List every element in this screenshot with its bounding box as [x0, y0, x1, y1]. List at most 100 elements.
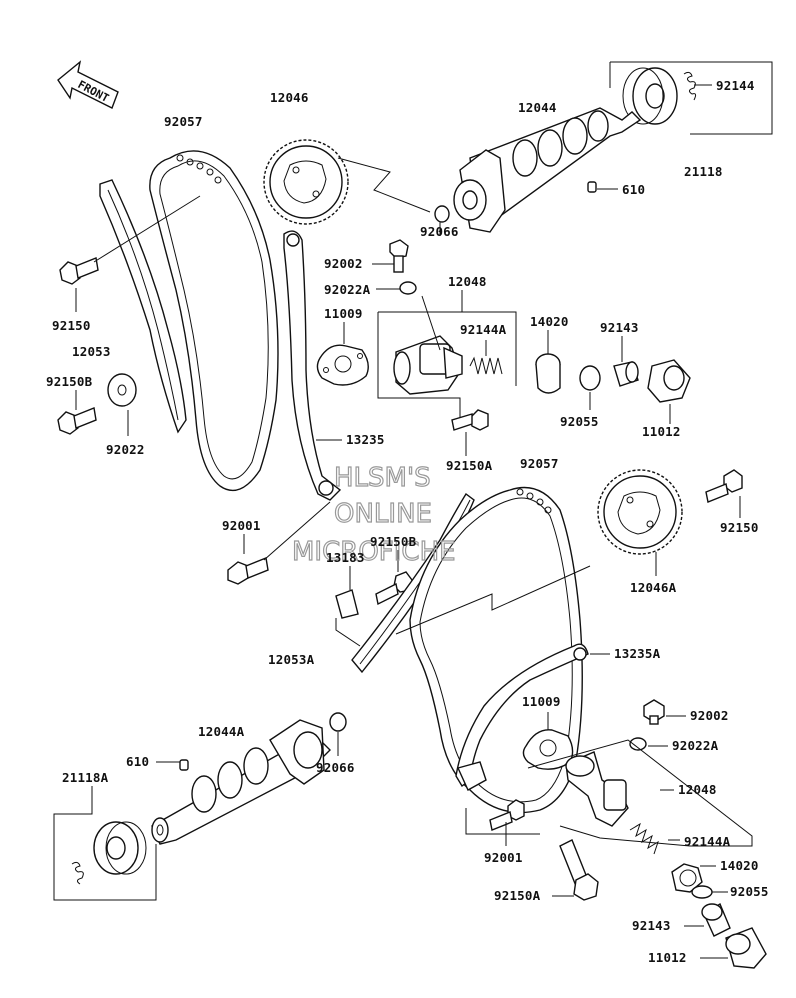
label-14020-bot: 14020 — [720, 858, 759, 873]
sprocket-12046A — [597, 469, 683, 576]
washer-92022 — [107, 373, 137, 436]
cam-plate-21118 — [622, 67, 678, 125]
label-12053: 12053 — [72, 344, 111, 359]
assembly-box-12048-bot — [527, 739, 753, 847]
sprocket-12046 — [263, 139, 349, 225]
label-92144A-top: 92144A — [460, 322, 507, 337]
watermark: HLSM'S ONLINE MICROFICHE — [291, 462, 456, 567]
chain-links-mid — [516, 488, 552, 514]
label-12048-bot: 12048 — [678, 782, 717, 797]
label-92150A-bot: 92150A — [494, 888, 541, 903]
assembly-box-12048-top — [377, 290, 517, 420]
label-92002-bot: 92002 — [690, 708, 729, 723]
label-92001-mid: 92001 — [222, 518, 261, 533]
pin-610-top — [587, 181, 618, 193]
washer-92022A-bot — [629, 737, 668, 751]
label-92057-mid: 92057 — [520, 456, 559, 471]
label-610-top: 610 — [622, 182, 645, 197]
bolt-92150-right — [705, 469, 743, 518]
washer-92022A-top — [376, 281, 417, 295]
chain-92057-top — [149, 150, 279, 492]
spring-92144A-top — [469, 340, 503, 375]
cap-14020-bot — [671, 863, 716, 893]
label-12046A: 12046A — [630, 580, 677, 595]
label-13235A: 13235A — [614, 646, 661, 661]
label-92022A-bot: 92022A — [672, 738, 719, 753]
bolt-92001-bot — [489, 799, 525, 846]
part-labels: 92144 12044 21118 610 12046 92057 92066 … — [46, 78, 769, 965]
tensioner-guide-13235 — [283, 230, 342, 501]
cap-14020-top — [535, 330, 561, 394]
tensioner-guide-13235A — [455, 643, 610, 791]
assembly-box-21118 — [609, 61, 773, 135]
label-13183: 13183 — [326, 550, 365, 565]
front-arrow: FRONT — [57, 60, 119, 109]
o-ring-92055-top — [579, 365, 601, 410]
label-92143-top: 92143 — [600, 320, 639, 335]
label-11009-bot: 11009 — [522, 694, 561, 709]
label-92150A-top: 92150A — [446, 458, 493, 473]
label-92144A-bot: 92144A — [684, 834, 731, 849]
bolt-92150-left — [59, 257, 99, 312]
spring-92144-top — [683, 71, 712, 101]
label-92055-top: 92055 — [560, 414, 599, 429]
label-11012-top: 11012 — [642, 424, 681, 439]
label-92066-top: 92066 — [420, 224, 459, 239]
label-92022A-top: 92022A — [324, 282, 371, 297]
chain-links-top — [176, 154, 222, 184]
collar-92143-top — [613, 336, 639, 387]
label-12044-top: 12044 — [518, 100, 557, 115]
label-13235: 13235 — [346, 432, 385, 447]
pin-610-bot — [156, 759, 189, 771]
label-92150-left: 92150 — [52, 318, 91, 333]
label-12053A: 12053A — [268, 652, 315, 667]
bolt-92150A-top — [451, 409, 489, 456]
watermark-line3: MICROFICHE — [292, 537, 456, 567]
watermark-line1: HLSM'S — [334, 463, 431, 493]
bolt-92150B-left — [57, 390, 97, 435]
chain-92057-mid — [409, 486, 583, 814]
camshaft-12044A — [151, 719, 331, 845]
label-11009-top: 11009 — [324, 306, 363, 321]
cap-11012-top — [647, 359, 691, 424]
label-14020-top: 14020 — [530, 314, 569, 329]
label-12046: 12046 — [270, 90, 309, 105]
label-21118-top: 21118 — [684, 164, 723, 179]
spring-92144A-bot — [629, 822, 680, 855]
label-92001-bot: 92001 — [484, 850, 523, 865]
label-92144-top: 92144 — [716, 78, 755, 93]
collar-92066-top — [434, 205, 450, 236]
bolt-92002-bot — [643, 699, 686, 725]
label-92066-bot: 92066 — [316, 760, 355, 775]
label-92150-right: 92150 — [720, 520, 759, 535]
tensioner-12048-top — [393, 335, 463, 395]
label-92143-bot: 92143 — [632, 918, 671, 933]
label-92150B-mid: 92150B — [370, 534, 417, 549]
bolt-92001-mid — [227, 534, 269, 585]
gasket-11009-top — [316, 322, 369, 386]
tensioner-12048-bot — [565, 751, 629, 827]
label-92150B-left: 92150B — [46, 374, 93, 389]
label-92022: 92022 — [106, 442, 145, 457]
label-92057-top: 92057 — [164, 114, 203, 129]
bolt-92150A-bot — [552, 839, 599, 901]
label-92055-bot: 92055 — [730, 884, 769, 899]
label-12048-top: 12048 — [448, 274, 487, 289]
bolt-92002-top — [372, 239, 409, 273]
chain-guide-12053 — [99, 179, 187, 434]
label-21118A: 21118A — [62, 770, 109, 785]
assembly-box-21118A — [53, 786, 157, 901]
collar-92143-bot — [684, 902, 731, 937]
label-610-bot: 610 — [126, 754, 149, 769]
label-92002-top: 92002 — [324, 256, 363, 271]
spring-92144-bot — [71, 861, 84, 885]
cap-11012-bot — [700, 927, 767, 969]
o-ring-92055-bot — [691, 885, 728, 899]
camshaft-12044 — [453, 107, 642, 233]
collar-92066-bot — [329, 712, 347, 756]
bracket-13183 — [335, 566, 359, 619]
label-12044A: 12044A — [198, 724, 245, 739]
watermark-line2: ONLINE — [334, 499, 432, 529]
cam-plate-21118A — [93, 821, 147, 875]
